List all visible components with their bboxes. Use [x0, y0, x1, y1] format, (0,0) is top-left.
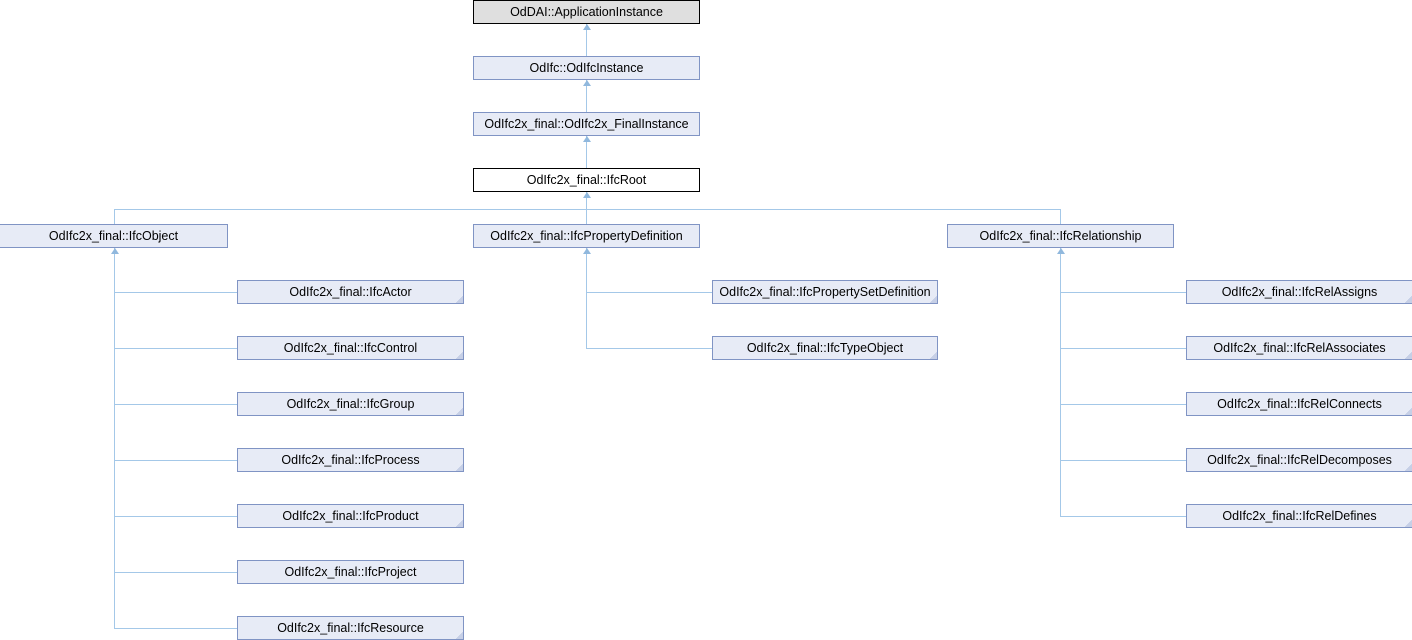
connector-h-ifcproduct [114, 516, 237, 517]
class-node-ifcreldecomposes[interactable]: OdIfc2x_final::IfcRelDecomposes [1186, 448, 1412, 472]
class-node-ifccontrol[interactable]: OdIfc2x_final::IfcControl [237, 336, 464, 360]
connector-v-bus-relationship [1060, 209, 1061, 224]
class-node-label: OdIfc2x_final::OdIfc2x_FinalInstance [484, 116, 689, 131]
class-node-ifctypeobject[interactable]: OdIfc2x_final::IfcTypeObject [712, 336, 938, 360]
class-node-ifcrelassociates[interactable]: OdIfc2x_final::IfcRelAssociates [1186, 336, 1412, 360]
class-node-label: OdIfc2x_final::IfcProduct [282, 508, 419, 523]
class-node-ifcpropertydefinition[interactable]: OdIfc2x_final::IfcPropertyDefinition [473, 224, 700, 248]
class-node-label: OdIfc::OdIfcInstance [529, 60, 644, 75]
inheritance-arrow-icon [583, 192, 591, 198]
class-node-odifcinstance[interactable]: OdIfc::OdIfcInstance [473, 56, 700, 80]
connector-h-relassigns [1060, 292, 1186, 293]
class-node-label: OdIfc2x_final::IfcProcess [281, 452, 420, 467]
class-node-ifcreldefines[interactable]: OdIfc2x_final::IfcRelDefines [1186, 504, 1412, 528]
connector-v-final-root [586, 136, 587, 168]
connector-h-propsetdef [586, 292, 712, 293]
connector-h-ifcgroup [114, 404, 237, 405]
connector-h-reldecomposes [1060, 460, 1186, 461]
connector-h-ifcprocess [114, 460, 237, 461]
class-node-ifcprocess[interactable]: OdIfc2x_final::IfcProcess [237, 448, 464, 472]
connector-v-bus-ifcobject [114, 209, 115, 224]
connector-h-ifccontrol [114, 348, 237, 349]
class-node-label: OdIfc2x_final::IfcActor [289, 284, 412, 299]
connector-h-reldefines [1060, 516, 1186, 517]
connector-h-typeobject [586, 348, 712, 349]
class-node-odifc2x_finalinstance[interactable]: OdIfc2x_final::OdIfc2x_FinalInstance [473, 112, 700, 136]
class-node-ifcpropertysetdefinition[interactable]: OdIfc2x_final::IfcPropertySetDefinition [712, 280, 938, 304]
class-node-label: OdIfc2x_final::IfcResource [277, 620, 424, 635]
inheritance-arrow-icon [111, 248, 119, 254]
class-node-ifcrelassigns[interactable]: OdIfc2x_final::IfcRelAssigns [1186, 280, 1412, 304]
class-node-label: OdIfc2x_final::IfcRoot [526, 172, 647, 187]
inheritance-arrow-icon [583, 136, 591, 142]
connector-v-ifcobject-bus [114, 248, 115, 628]
class-node-label: OdIfc2x_final::IfcTypeObject [746, 340, 904, 355]
class-node-ifcobject[interactable]: OdIfc2x_final::IfcObject [0, 224, 228, 248]
connector-h-root-bus [114, 209, 1061, 210]
class-node-applicationinstance[interactable]: OdDAI::ApplicationInstance [473, 0, 700, 24]
class-node-label: OdIfc2x_final::IfcGroup [286, 396, 415, 411]
connector-v-bus-propdef [586, 209, 587, 224]
class-node-label: OdIfc2x_final::IfcRelAssigns [1221, 284, 1378, 299]
inheritance-arrow-icon [583, 248, 591, 254]
connector-h-ifcactor [114, 292, 237, 293]
connector-v-root-bus [586, 192, 587, 209]
class-node-label: OdIfc2x_final::IfcPropertySetDefinition [719, 284, 931, 299]
class-node-label: OdIfc2x_final::IfcRelDecomposes [1207, 452, 1392, 467]
inheritance-arrow-icon [583, 80, 591, 86]
class-node-label: OdIfc2x_final::IfcControl [283, 340, 418, 355]
connector-h-relassociates [1060, 348, 1186, 349]
class-node-label: OdIfc2x_final::IfcRelAssociates [1213, 340, 1386, 355]
class-node-label: OdDAI::ApplicationInstance [510, 4, 663, 19]
connector-h-ifcproject [114, 572, 237, 573]
connector-v-ifcinst-final [586, 80, 587, 112]
class-node-label: OdIfc2x_final::IfcRelDefines [1222, 508, 1377, 523]
connector-v-propdef-bus [586, 248, 587, 348]
class-node-ifcresource[interactable]: OdIfc2x_final::IfcResource [237, 616, 464, 640]
connector-v-app-ifcinst [586, 24, 587, 56]
class-node-ifcrelconnects[interactable]: OdIfc2x_final::IfcRelConnects [1186, 392, 1412, 416]
connector-v-relationship-bus [1060, 248, 1061, 516]
class-node-label: OdIfc2x_final::IfcProject [284, 564, 417, 579]
class-node-label: OdIfc2x_final::IfcObject [48, 228, 179, 243]
inheritance-arrow-icon [583, 24, 591, 30]
class-node-ifcproject[interactable]: OdIfc2x_final::IfcProject [237, 560, 464, 584]
inheritance-arrow-icon [1057, 248, 1065, 254]
class-node-ifcproduct[interactable]: OdIfc2x_final::IfcProduct [237, 504, 464, 528]
class-node-label: OdIfc2x_final::IfcRelationship [979, 228, 1142, 243]
class-node-label: OdIfc2x_final::IfcRelConnects [1217, 396, 1382, 411]
connector-h-ifcresource [114, 628, 237, 629]
class-node-ifcroot[interactable]: OdIfc2x_final::IfcRoot [473, 168, 700, 192]
class-node-ifcrelationship[interactable]: OdIfc2x_final::IfcRelationship [947, 224, 1174, 248]
class-node-label: OdIfc2x_final::IfcPropertyDefinition [490, 228, 683, 243]
connector-h-relconnects [1060, 404, 1186, 405]
class-node-ifcgroup[interactable]: OdIfc2x_final::IfcGroup [237, 392, 464, 416]
class-node-ifcactor[interactable]: OdIfc2x_final::IfcActor [237, 280, 464, 304]
